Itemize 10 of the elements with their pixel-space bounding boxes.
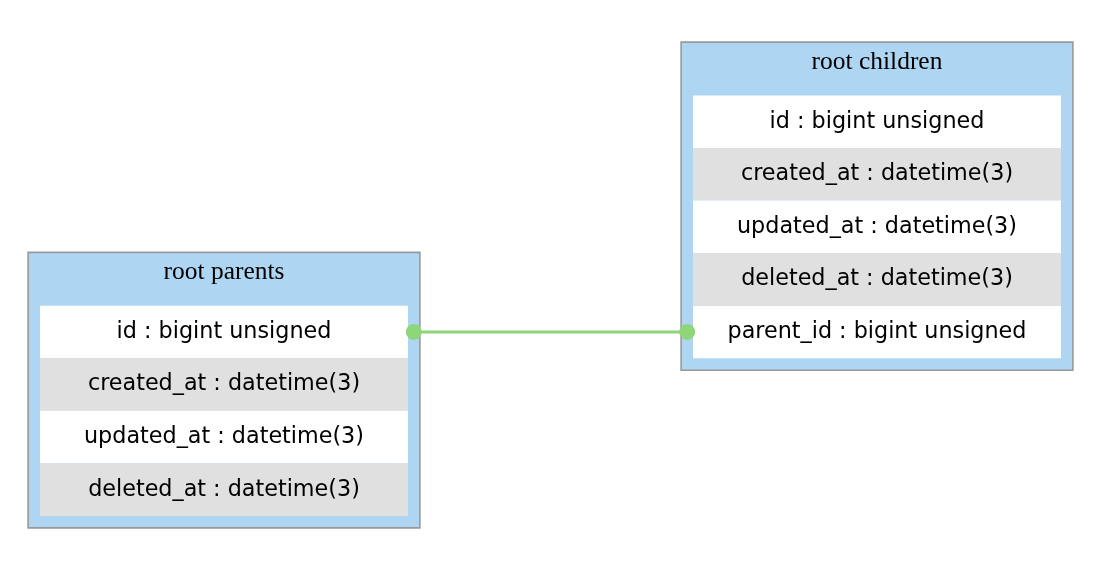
node-box: updated_at : datetime(3) [40, 410, 408, 464]
connector [405, 324, 696, 340]
node-box: deleted_at : datetime(3) [40, 463, 408, 516]
node-box: created_at : datetime(3) [40, 358, 408, 411]
node-box: created_at : datetime(3) [693, 148, 1061, 201]
node-box: id : bigint unsigned [40, 305, 408, 359]
node-box: deleted_at : datetime(3) [693, 253, 1061, 306]
node-box: parent_id : bigint unsigned [693, 305, 1061, 359]
node-box: id : bigint unsigned [693, 95, 1061, 149]
node-box: updated_at : datetime(3) [693, 200, 1061, 254]
